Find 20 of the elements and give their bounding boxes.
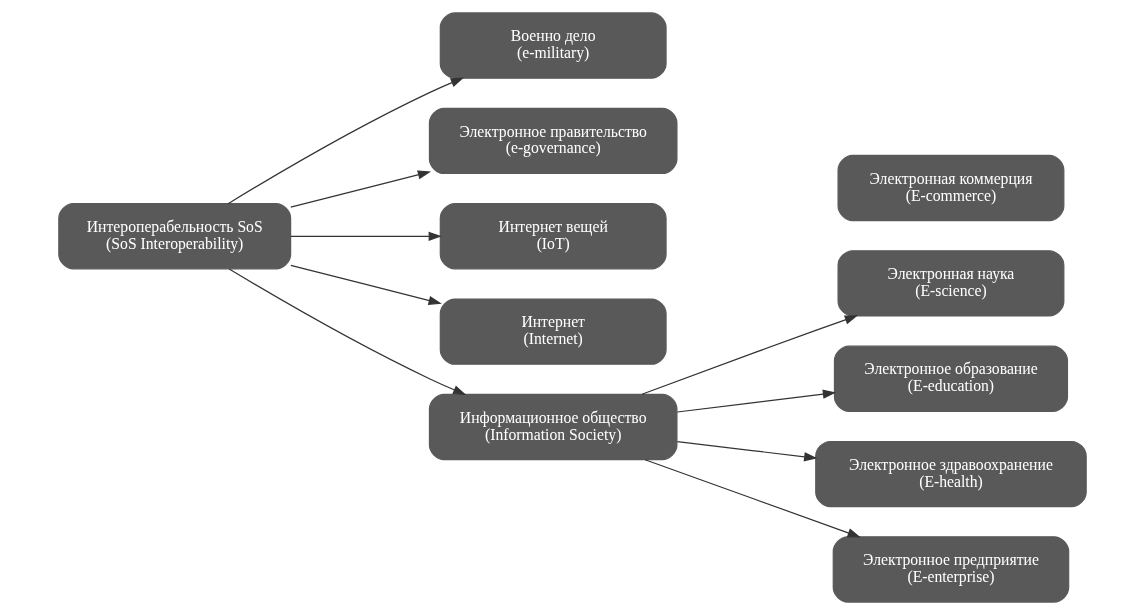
node-box: Интернет вещей (IoT) bbox=[439, 203, 667, 270]
node-box: Электронное правительство (e-governance) bbox=[428, 107, 678, 175]
arrow bbox=[227, 77, 464, 205]
node-box: Электронное здравоохранение (E-health) bbox=[815, 440, 1087, 508]
node-box: Электронная коммерция (E-commerce) bbox=[837, 154, 1065, 222]
arrow bbox=[676, 441, 818, 462]
node-box: Электронная наука (E-science) bbox=[837, 250, 1065, 317]
arrow bbox=[641, 315, 859, 395]
node-box: Интероперабельность SoS (SoS Interoperability) bbox=[58, 203, 292, 270]
node-box: Электронное образование (E-education) bbox=[833, 345, 1069, 412]
arrow bbox=[290, 231, 442, 241]
arrow bbox=[676, 389, 837, 413]
node-box: Военно дело (e-military) bbox=[439, 12, 667, 79]
node-box: Электронное предприятие (E-enterprise) bbox=[832, 536, 1070, 603]
node-box: Информационное общество (Information Society) bbox=[428, 393, 678, 461]
node-box: Интернет (Internet) bbox=[439, 298, 667, 365]
arrow bbox=[290, 170, 432, 208]
arrow bbox=[644, 459, 861, 538]
arrow bbox=[290, 264, 442, 305]
arrow bbox=[228, 268, 467, 395]
